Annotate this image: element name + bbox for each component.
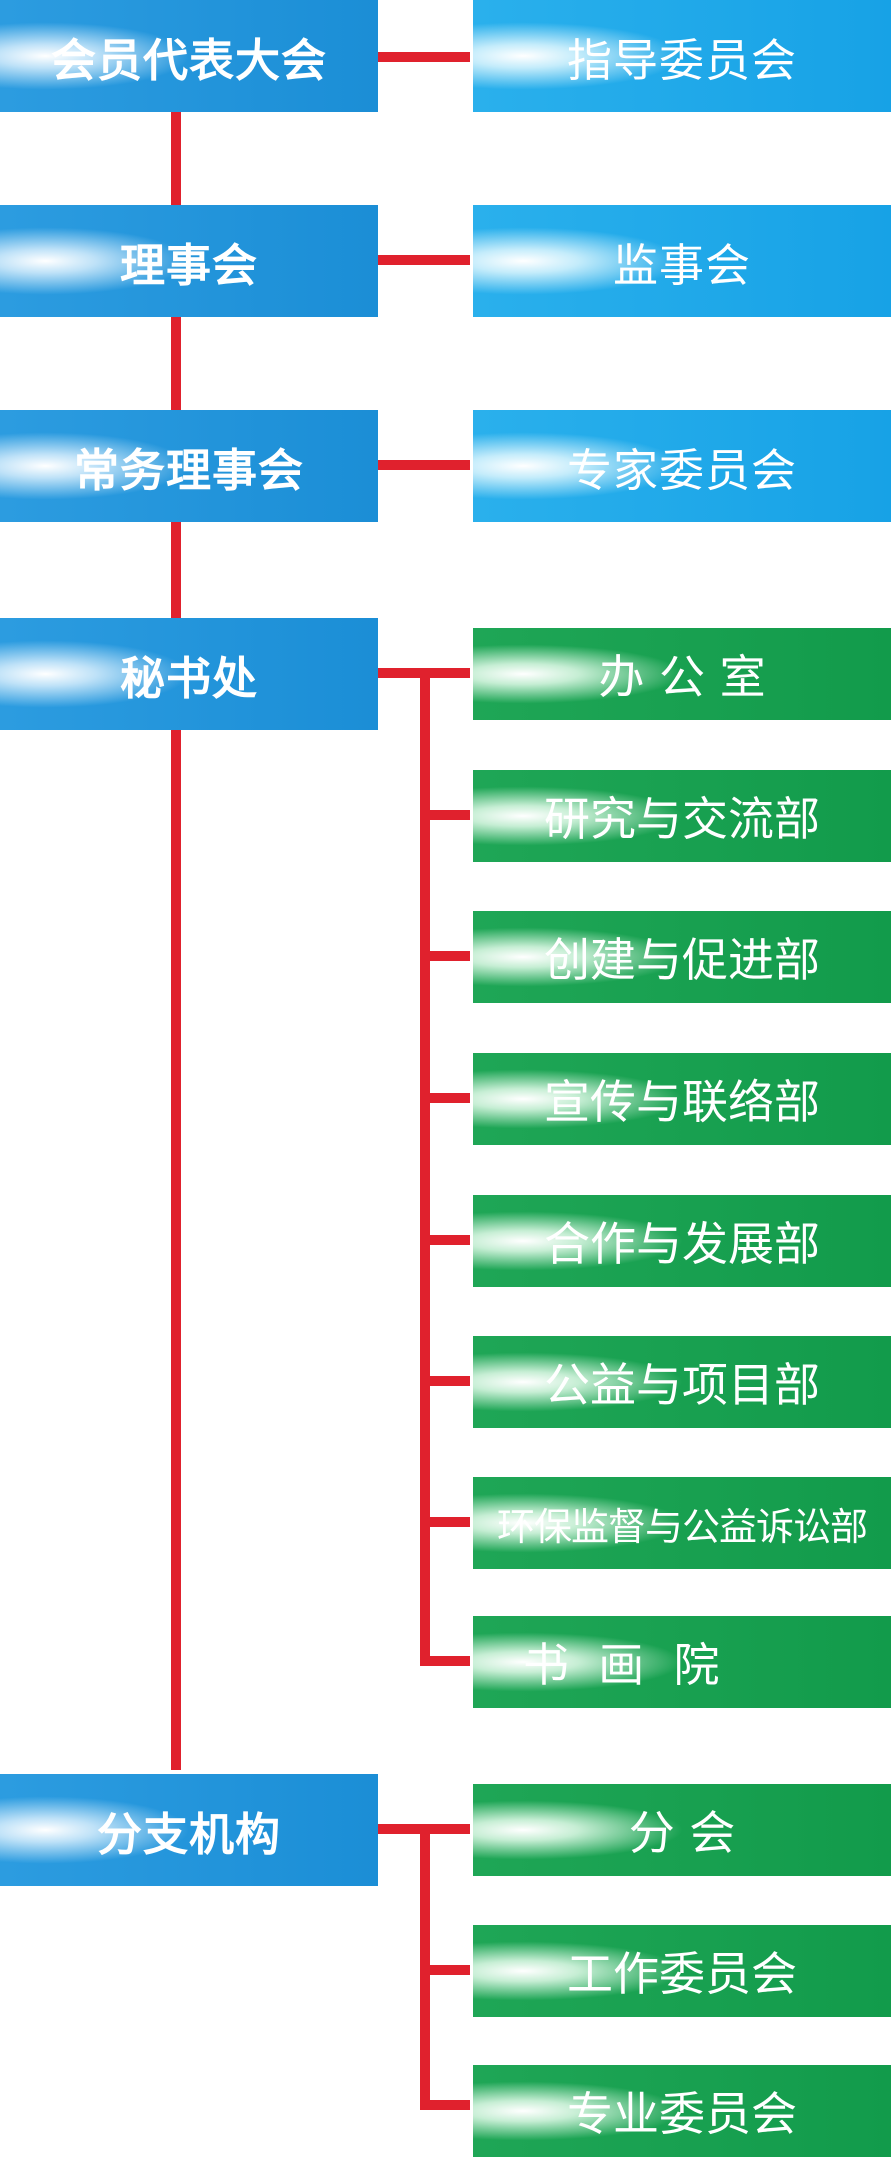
dept-connector (420, 1376, 470, 1386)
dept-environmental-supervision: 环保监督与公益诉讼部 (473, 1477, 891, 1569)
dept-office: 办 公 室 (473, 628, 891, 720)
guidance-committee-box: 指导委员会 (473, 0, 891, 112)
connector-branches-stub (376, 1824, 426, 1834)
dept-connector (420, 1656, 470, 1666)
spine-line (171, 110, 181, 1770)
dept-connector (420, 668, 470, 678)
expert-committee-box: 专家委员会 (473, 410, 891, 522)
dept-connector (420, 1093, 470, 1103)
dept-painting-academy: 书 画 院 (473, 1616, 891, 1708)
secretariat-box: 秘书处 (0, 618, 378, 730)
dept-connector (420, 1517, 470, 1527)
dept-connector (420, 810, 470, 820)
dept-research-exchange: 研究与交流部 (473, 770, 891, 862)
council-box: 理事会 (0, 205, 378, 317)
unit-connector (420, 2100, 470, 2110)
connector-secretariat-stub (376, 668, 426, 678)
unit-working-committee: 工作委员会 (473, 1925, 891, 2017)
dept-cooperation-development: 合作与发展部 (473, 1195, 891, 1287)
dept-publicity-liaison: 宣传与联络部 (473, 1053, 891, 1145)
supervisory-board-box: 监事会 (473, 205, 891, 317)
connector-assembly-guidance (376, 52, 470, 62)
dept-connector (420, 1235, 470, 1245)
secretariat-branch-line (420, 668, 430, 1666)
dept-creation-promotion: 创建与促进部 (473, 911, 891, 1003)
standing-council-box: 常务理事会 (0, 410, 378, 522)
unit-sub-association: 分 会 (473, 1784, 891, 1876)
connector-council-supervisory (376, 255, 470, 265)
general-assembly-box: 会员代表大会 (0, 0, 378, 112)
connector-standing-expert (376, 460, 470, 470)
dept-connector (420, 951, 470, 961)
unit-connector (420, 1824, 470, 1834)
branches-box: 分支机构 (0, 1774, 378, 1886)
unit-connector (420, 1965, 470, 1975)
unit-professional-committee: 专业委员会 (473, 2065, 891, 2157)
dept-welfare-projects: 公益与项目部 (473, 1336, 891, 1428)
